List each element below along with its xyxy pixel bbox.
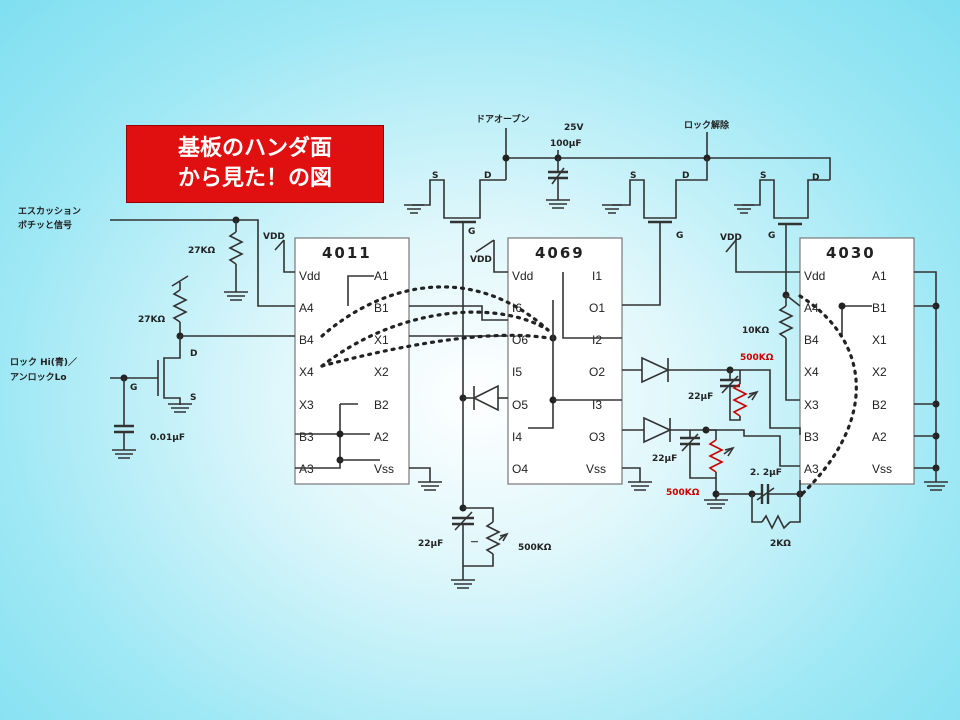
pin-label: A2 (374, 430, 389, 444)
escutcheon-label-1: エスカッション (18, 206, 81, 217)
vdd3-label: VDD (720, 233, 742, 243)
pin-label: B2 (374, 398, 389, 412)
cap22-a-label: 22μF (688, 392, 713, 402)
pin-label: I3 (592, 398, 602, 412)
diagram-title: 基板のハンダ面 から見た！の図 (126, 125, 384, 203)
pin-label: X3 (804, 398, 819, 412)
chip-4030-wiring (725, 239, 948, 491)
pin-label: O3 (589, 430, 605, 444)
pin-label: B3 (299, 430, 314, 444)
chip-4011-wiring (295, 275, 508, 491)
fet2-d-label: D (682, 171, 689, 181)
pin-label: Vdd (512, 269, 533, 283)
pin-label: O5 (512, 398, 528, 412)
pin-label: A4 (299, 301, 314, 315)
chip-4069-wiring (451, 239, 652, 589)
pin-label: B1 (872, 301, 887, 315)
pin-label: A1 (374, 269, 389, 283)
pin-label: O2 (589, 365, 605, 379)
r500k-b-label: 500KΩ (666, 488, 700, 498)
door-open-label: ドアオープン (476, 113, 529, 125)
vdd2-label: VDD (470, 255, 492, 265)
fet3-d-label: D (812, 173, 819, 183)
escutcheon-label-2: ボチッと信号 (18, 219, 72, 231)
pin-label: I6 (512, 301, 522, 315)
chip-4011-name: 4011 (322, 244, 372, 262)
pin-label: Vdd (804, 269, 825, 283)
pin-label: B1 (374, 301, 389, 315)
left-input-wiring (110, 216, 295, 459)
pin-label: B3 (804, 430, 819, 444)
pin-label: A3 (299, 462, 314, 476)
chip-4011-body (294, 237, 410, 485)
pin-label: I1 (592, 269, 602, 283)
r27k-b-label: 27KΩ (138, 315, 165, 325)
pin-label: X4 (299, 365, 314, 379)
pin-label: X1 (872, 333, 887, 347)
vdd1-label: VDD (263, 232, 285, 242)
chip-4030-body (799, 237, 915, 485)
fet2-g-label: G (676, 231, 683, 241)
fet1-s-label: S (432, 171, 438, 181)
pin-label: X2 (872, 365, 887, 379)
chip-4069-name: 4069 (535, 244, 585, 262)
pin-label: B2 (872, 398, 887, 412)
r500k-a-label: 500KΩ (740, 353, 774, 363)
pin-label: A4 (804, 301, 819, 315)
lock-hi-label: ロック Hi(青)／ (10, 356, 77, 368)
fet1-g-label: G (468, 227, 475, 237)
r27k-a-label: 27KΩ (188, 246, 215, 256)
pin-label: Vss (872, 462, 892, 476)
chip-4069-pins: Vdd I6 O6 I5 O5 I4 O4 I1 O1 I2 O2 I3 O3 … (512, 269, 606, 476)
diode-network (622, 356, 804, 530)
pin-label: X3 (299, 398, 314, 412)
r500k-c-label: 500KΩ (518, 543, 552, 553)
title-line-2: から見た！の図 (177, 166, 332, 191)
voltage-25v-label: 25V (564, 123, 584, 133)
pin-label: O6 (512, 333, 528, 347)
title-line-1: 基板のハンダ面 (177, 136, 332, 161)
g-small-label: G (130, 383, 137, 393)
cap22-c-label: 22μF (418, 539, 443, 549)
dotted-signal-paths (320, 285, 858, 498)
fet3-g-label: G (768, 231, 775, 241)
fet1-d-label: D (484, 171, 491, 181)
pin-label: A2 (872, 430, 887, 444)
pin-label: I4 (512, 430, 522, 444)
cap001-label: 0.01μF (150, 433, 185, 443)
r2k-label: 2KΩ (770, 539, 791, 549)
r10k-label: 10KΩ (742, 326, 769, 336)
pin-label: O1 (589, 301, 605, 315)
chip-4030-name: 4030 (826, 244, 876, 262)
pin-label: X2 (374, 365, 389, 379)
fet2-s-label: S (630, 171, 636, 181)
fet3-s-label: S (760, 171, 766, 181)
pin-label: I5 (512, 365, 522, 379)
pin-label: Vss (374, 462, 394, 476)
cap-100uf-label: 100μF (550, 139, 582, 149)
pin-label: Vss (586, 462, 606, 476)
chip-4011-pins: Vdd A4 B4 X4 X3 B3 A3 A1 B1 X1 X2 B2 A2 … (299, 269, 394, 476)
pin-label: O4 (512, 462, 528, 476)
pin-label: A1 (872, 269, 887, 283)
pin-label: A3 (804, 462, 819, 476)
pin-label: B4 (804, 333, 819, 347)
pin-label: X1 (374, 333, 389, 347)
cap22-b-label: 22μF (652, 454, 677, 464)
chip-4030-pins: Vdd A4 B4 X4 X3 B3 A3 A1 B1 X1 X2 B2 A2 … (804, 269, 892, 476)
chip-4069-body (507, 237, 623, 485)
pin-label: I2 (592, 333, 602, 347)
cap22-minus: － (470, 538, 479, 548)
d-small-label: D (190, 349, 197, 359)
s-small-label: S (190, 393, 196, 403)
pin-label: B4 (299, 333, 314, 347)
pin-label: Vdd (299, 269, 320, 283)
cap22-22-label: 2. 2μF (750, 468, 782, 478)
unlock-lo-label: アンロックLo (10, 372, 67, 383)
pin-label: X4 (804, 365, 819, 379)
lock-release-label: ロック解除 (684, 119, 730, 131)
